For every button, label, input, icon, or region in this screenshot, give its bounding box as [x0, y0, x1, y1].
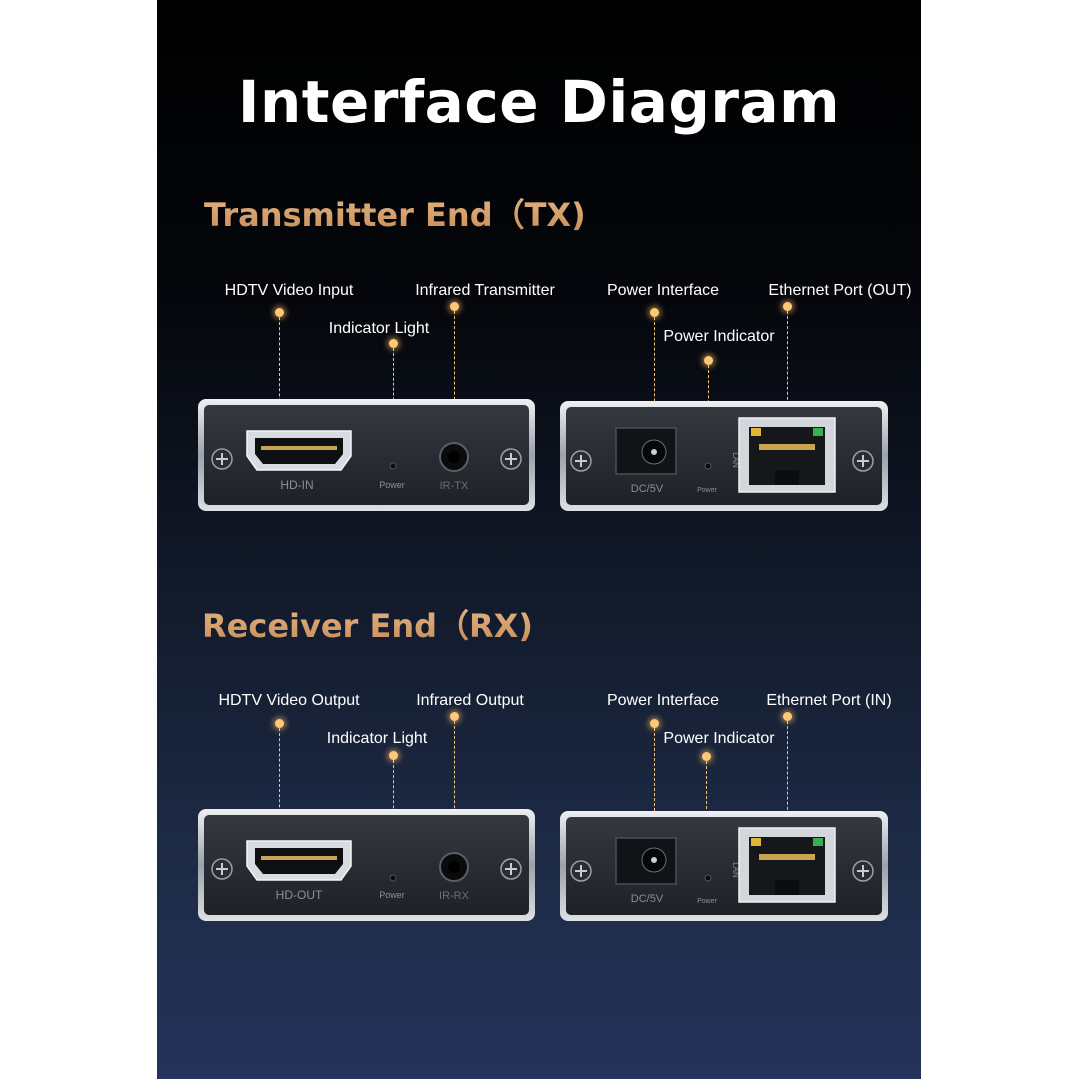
ethernet-port-icon: [738, 827, 836, 903]
callout-ethernet-port-in: Ethernet Port (IN): [766, 692, 892, 709]
led-indicator-icon: [704, 462, 712, 470]
callout-indicator-light: Indicator Light: [328, 320, 430, 337]
ir-label: IR-RX: [439, 890, 470, 902]
indicator-label: Power: [697, 487, 718, 494]
screw-icon: [211, 858, 233, 880]
callout-hdtv-video-input: HDTV Video Input: [224, 282, 354, 299]
lan-label: LAN: [731, 452, 740, 468]
ir-label: IR-TX: [440, 480, 469, 492]
screw-icon: [500, 858, 522, 880]
lan-label: LAN: [731, 862, 740, 878]
power-port-label: DC/5V: [631, 483, 664, 495]
callout-leader-line: [787, 306, 788, 430]
screw-icon: [211, 448, 233, 470]
led-indicator-icon: [389, 874, 397, 882]
callout-power-indicator: Power Indicator: [663, 328, 775, 345]
tx-power-lan-panel: DC/5V Power LAN: [560, 401, 888, 511]
screw-icon: [570, 450, 592, 472]
callout-leader-line: [279, 723, 280, 843]
power-port-label: DC/5V: [631, 893, 664, 905]
hdmi-port-icon: [246, 430, 352, 471]
page-title: Interface Diagram: [237, 68, 841, 136]
callout-infrared-transmitter: Infrared Transmitter: [415, 282, 555, 299]
callout-leader-line: [787, 716, 788, 840]
callout-leader-line: [654, 723, 655, 841]
callout-leader-line: [654, 312, 655, 432]
port-label-hd-out: HD-OUT: [276, 888, 323, 902]
section-heading-tx: Transmitter End（TX): [204, 190, 586, 236]
indicator-label: Power: [379, 890, 405, 900]
led-indicator-icon: [704, 874, 712, 882]
callout-power-indicator: Power Indicator: [663, 730, 775, 747]
callout-indicator-light: Indicator Light: [326, 730, 428, 747]
hdmi-port-icon: [246, 840, 352, 881]
callout-infrared-output: Infrared Output: [416, 692, 524, 709]
tx-hdmi-panel: HD-IN Power IR-TX: [198, 399, 535, 511]
screw-icon: [852, 450, 874, 472]
callout-ethernet-port-out: Ethernet Port (OUT): [768, 282, 912, 299]
port-label-hd-in: HD-IN: [280, 478, 313, 492]
screw-icon: [570, 860, 592, 882]
indicator-label: Power: [379, 480, 405, 490]
ethernet-port-icon: [738, 417, 836, 493]
led-indicator-icon: [389, 462, 397, 470]
screw-icon: [500, 448, 522, 470]
callout-leader-line: [279, 312, 280, 432]
diagram-panel: Interface Diagram Transmitter End（TX) HD…: [157, 0, 921, 1079]
rx-power-lan-panel: DC/5V Power LAN: [560, 811, 888, 921]
rx-hdmi-panel: HD-OUT Power IR-RX: [198, 809, 535, 921]
callout-leader-line: [454, 306, 455, 440]
screw-icon: [852, 860, 874, 882]
callout-power-interface: Power Interface: [606, 282, 720, 299]
callout-power-interface: Power Interface: [606, 692, 720, 709]
indicator-label: Power: [697, 898, 718, 905]
callout-hdtv-video-output: HDTV Video Output: [218, 692, 360, 709]
callout-leader-line: [454, 716, 455, 848]
section-heading-rx: Receiver End（RX): [202, 601, 533, 647]
